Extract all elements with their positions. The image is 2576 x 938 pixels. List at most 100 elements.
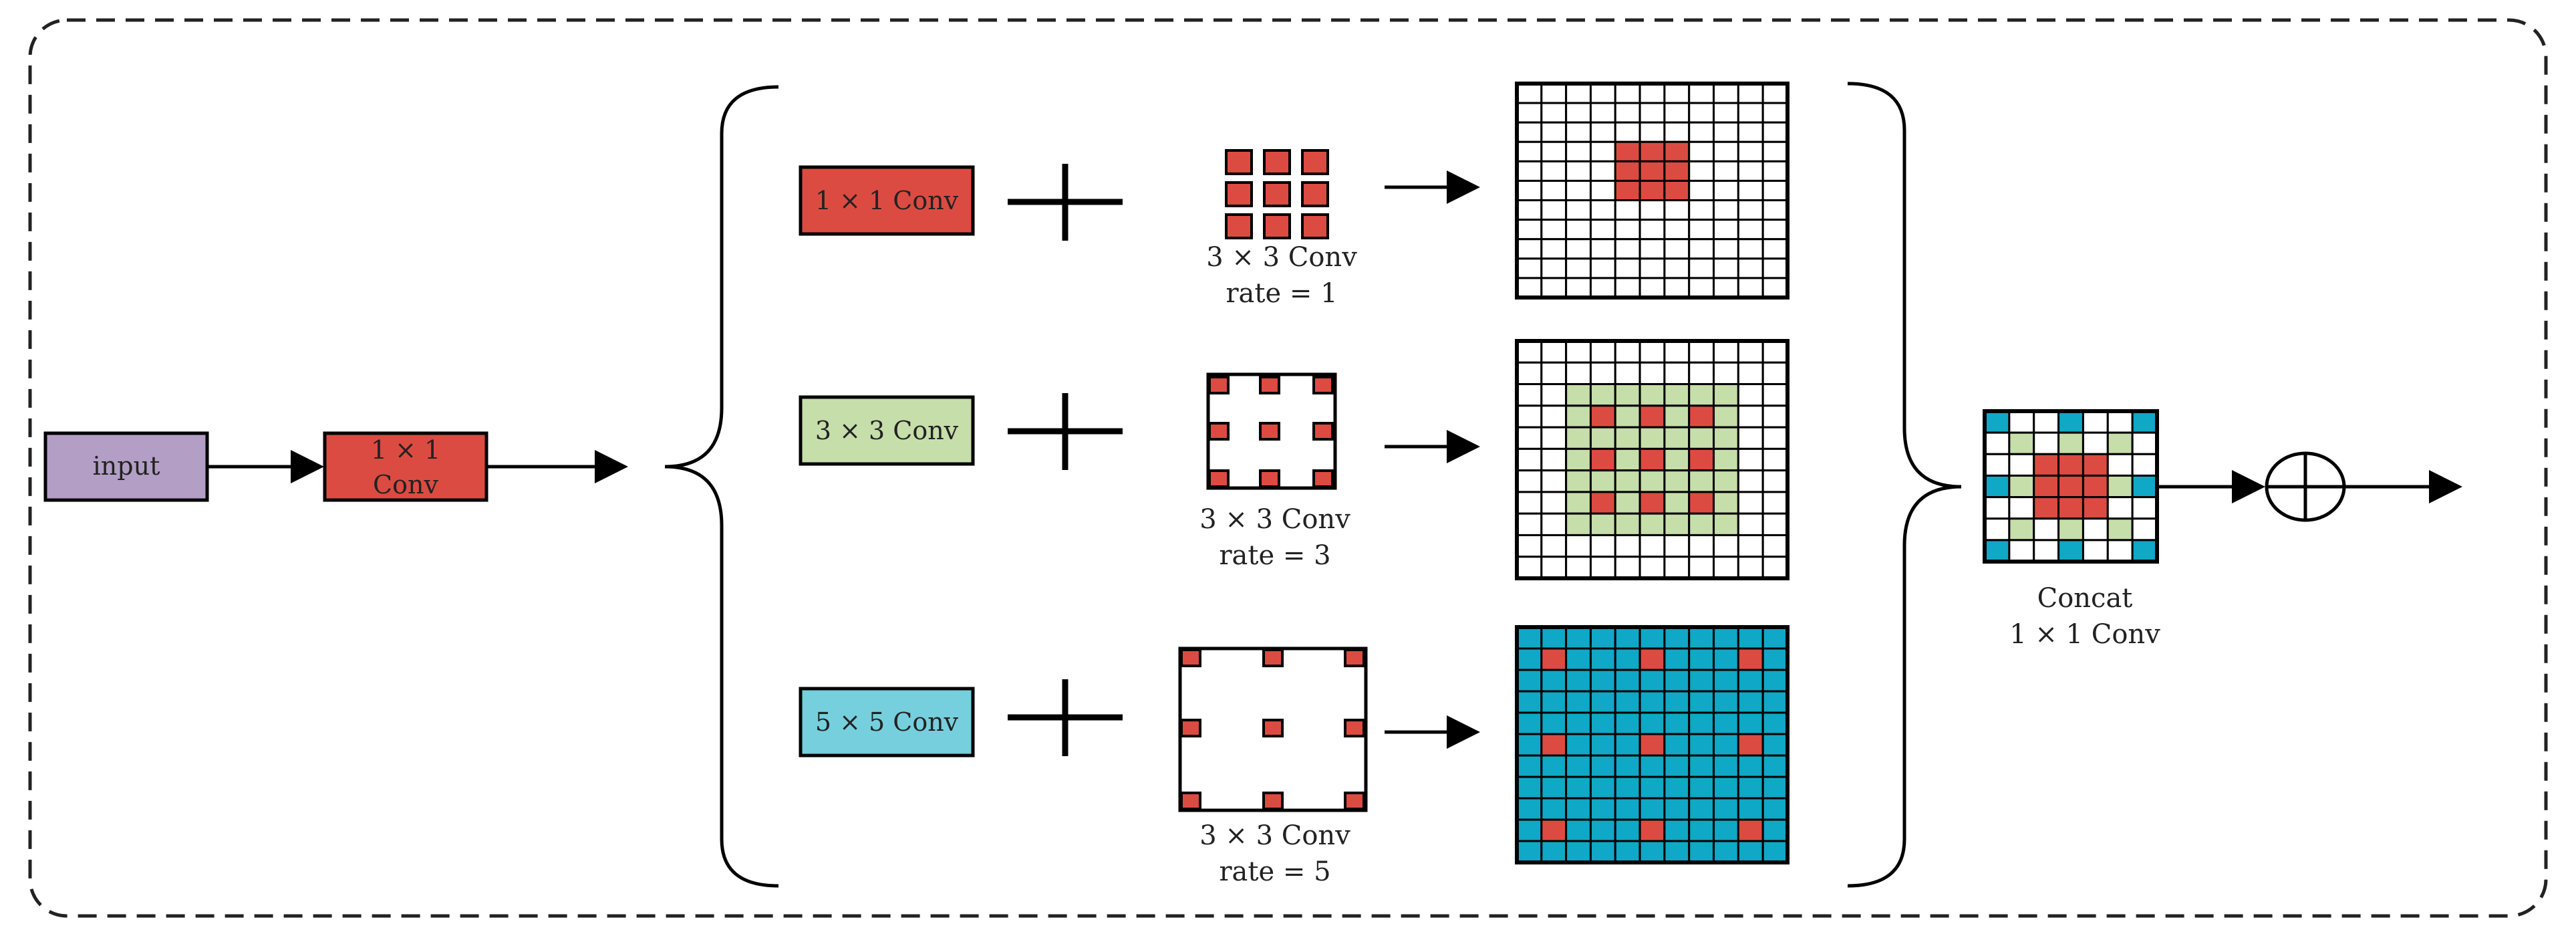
grid-cell	[1589, 647, 1616, 671]
grid-cell	[1638, 556, 1666, 580]
grid-cell	[1737, 776, 1764, 800]
receptive-field-grid-rate-5	[1515, 625, 1790, 864]
grid-cell	[1540, 447, 1568, 472]
grid-cell	[1663, 257, 1691, 279]
grid-cell	[1638, 469, 1666, 493]
kernel1-caption-line1: 3 × 3 Conv	[1206, 242, 1357, 273]
grid-cell	[1688, 690, 1715, 714]
grid-cell	[1688, 447, 1715, 472]
grid-cell	[1540, 383, 1568, 407]
grid-cell	[1761, 776, 1789, 800]
grid-cell	[1516, 818, 1543, 842]
kernel2-cell	[1208, 422, 1230, 441]
grid-cell	[1663, 797, 1691, 821]
grid-cell	[1761, 491, 1789, 515]
grid-cell	[1540, 82, 1568, 104]
kernel1-cell	[1301, 181, 1329, 207]
grid-cell	[1516, 383, 1543, 407]
grid-cell	[1761, 257, 1789, 279]
grid-cell	[2082, 453, 2109, 477]
grid-cell	[1761, 160, 1789, 182]
kernel3-caption-line1: 3 × 3 Conv	[1199, 820, 1350, 851]
grid-cell	[1663, 534, 1691, 558]
grid-cell	[1737, 491, 1764, 515]
grid-cell	[1565, 512, 1592, 536]
grid-cell	[1589, 257, 1616, 279]
concat-caption-line1: Concat	[2037, 583, 2133, 614]
grid-cell	[1638, 160, 1666, 182]
grid-cell	[1614, 199, 1641, 221]
grid-cell	[2131, 539, 2158, 563]
grid-cell	[1688, 512, 1715, 536]
grid-cell	[1540, 556, 1568, 580]
grid-cell	[1589, 512, 1616, 536]
grid-cell	[1663, 840, 1691, 864]
grid-cell	[1516, 534, 1543, 558]
grid-cell	[2082, 517, 2109, 542]
grid-cell	[2008, 453, 2035, 477]
grid-cell	[1516, 733, 1543, 757]
grid-cell	[1761, 340, 1789, 364]
grid-cell	[1688, 160, 1715, 182]
branch-label-1-text: 1 × 1 Conv	[815, 186, 959, 215]
grid-cell	[1614, 534, 1641, 558]
grid-cell	[2106, 410, 2134, 434]
grid-cell	[1713, 340, 1739, 364]
grid-cell	[1737, 711, 1764, 735]
grid-cell	[1737, 690, 1764, 714]
grid-cell	[1761, 669, 1789, 693]
grid-cell	[1663, 669, 1691, 693]
grid-cell	[1540, 733, 1568, 757]
grid-cell	[1516, 219, 1543, 241]
grid-cell	[1688, 733, 1715, 757]
grid-cell	[1663, 754, 1691, 778]
grid-cell	[1713, 491, 1739, 515]
grid-cell	[1713, 669, 1739, 693]
grid-cell	[1737, 647, 1764, 671]
grid-cell	[1638, 102, 1666, 124]
grid-cell	[2082, 496, 2109, 520]
grid-cell	[1761, 426, 1789, 450]
grid-cell	[1737, 754, 1764, 778]
grid-cell	[1540, 469, 1568, 493]
kernel1-caption-line2: rate = 1	[1226, 278, 1337, 309]
grid-cell	[1589, 121, 1616, 143]
grid-cell	[2057, 496, 2084, 520]
grid-cell	[1589, 277, 1616, 299]
grid-cell	[1565, 797, 1592, 821]
grid-cell	[1713, 257, 1739, 279]
grid-cell	[2033, 496, 2060, 520]
concat-caption-line2: 1 × 1 Conv	[2009, 619, 2160, 650]
grid-cell	[1589, 818, 1616, 842]
grid-cell	[1638, 361, 1666, 386]
grid-cell	[1663, 818, 1691, 842]
grid-cell	[1589, 140, 1616, 162]
grid-cell	[1983, 496, 2011, 520]
grid-cell	[1565, 690, 1592, 714]
grid-cell	[1737, 840, 1764, 864]
grid-cell	[1663, 140, 1691, 162]
grid-cell	[1663, 383, 1691, 407]
grid-cell	[1688, 797, 1715, 821]
grid-cell	[1614, 556, 1641, 580]
grid-cell	[1737, 512, 1764, 536]
grid-cell	[1688, 361, 1715, 386]
grid-cell	[1737, 82, 1764, 104]
grid-cell	[1516, 277, 1543, 299]
grid-cell	[1565, 840, 1592, 864]
kernel3-cell	[1262, 792, 1284, 810]
grid-cell	[1688, 82, 1715, 104]
kernel1-cell	[1263, 181, 1291, 207]
grid-cell	[1516, 102, 1543, 124]
grid-cell	[1516, 647, 1543, 671]
grid-cell	[1589, 219, 1616, 241]
grid-cell	[1565, 277, 1592, 299]
grid-cell	[1761, 82, 1789, 104]
grid-cell	[1614, 340, 1641, 364]
grid-cell	[1713, 121, 1739, 143]
grid-cell	[2033, 453, 2060, 477]
grid-cell	[1589, 711, 1616, 735]
grid-cell	[1638, 491, 1666, 515]
grid-cell	[1516, 840, 1543, 864]
grid-cell	[1516, 160, 1543, 182]
